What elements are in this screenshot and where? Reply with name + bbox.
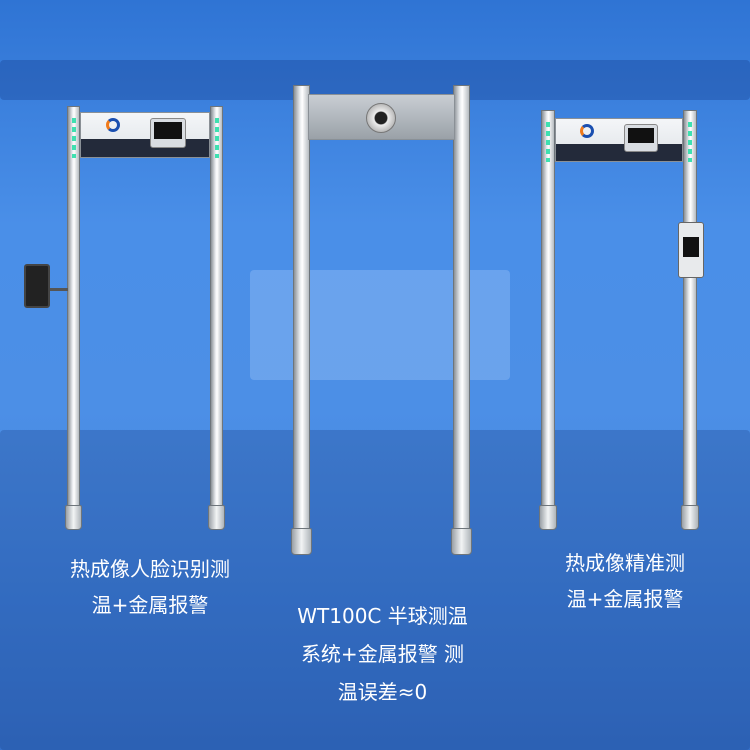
caption-line: 系统+金属报警 测 bbox=[300, 642, 465, 666]
led-indicator bbox=[688, 122, 692, 162]
gate-foot bbox=[681, 505, 699, 530]
caption-line: 温误差≈0 bbox=[337, 680, 428, 704]
brand-logo bbox=[106, 118, 120, 132]
gate-header-panel bbox=[555, 118, 683, 162]
face-recognition-terminal bbox=[24, 264, 50, 308]
thermal-terminal-screen bbox=[683, 237, 699, 257]
caption-line: 温+金属报警 bbox=[91, 593, 209, 617]
gate-foot bbox=[539, 505, 557, 530]
terminal-arm bbox=[48, 288, 68, 291]
gate-post bbox=[293, 85, 310, 535]
gate-post bbox=[683, 110, 697, 525]
caption-line: 热成像人脸识别测 bbox=[70, 557, 230, 581]
brand-logo bbox=[580, 124, 594, 138]
gate-header-panel bbox=[80, 112, 210, 158]
caption-line: WT100C 半球测温 bbox=[297, 604, 468, 628]
background-crowd bbox=[0, 430, 750, 750]
gate-post bbox=[67, 106, 80, 526]
gate-foot bbox=[451, 528, 472, 555]
caption-line: 热成像精准测 bbox=[565, 551, 685, 575]
caption-line: 温+金属报警 bbox=[566, 587, 684, 611]
gate-post bbox=[541, 110, 555, 525]
display-screen bbox=[624, 124, 658, 152]
caption-left: 热成像人脸识别测 温+金属报警 bbox=[50, 551, 250, 623]
gate-foot bbox=[65, 505, 82, 530]
thermal-terminal bbox=[678, 222, 704, 278]
led-indicator bbox=[215, 118, 219, 158]
caption-right: 热成像精准测 温+金属报警 bbox=[540, 545, 710, 617]
gate-post bbox=[453, 85, 470, 535]
led-indicator bbox=[546, 122, 550, 162]
caption-center: WT100C 半球测温 系统+金属报警 测 温误差≈0 bbox=[275, 597, 490, 711]
led-indicator bbox=[72, 118, 76, 158]
gate-foot bbox=[291, 528, 312, 555]
gate-foot bbox=[208, 505, 225, 530]
background-station-ceiling bbox=[0, 60, 750, 100]
gate-post bbox=[210, 106, 223, 526]
background-kiosk bbox=[250, 270, 510, 380]
display-screen bbox=[150, 118, 186, 148]
dome-camera bbox=[366, 103, 396, 133]
